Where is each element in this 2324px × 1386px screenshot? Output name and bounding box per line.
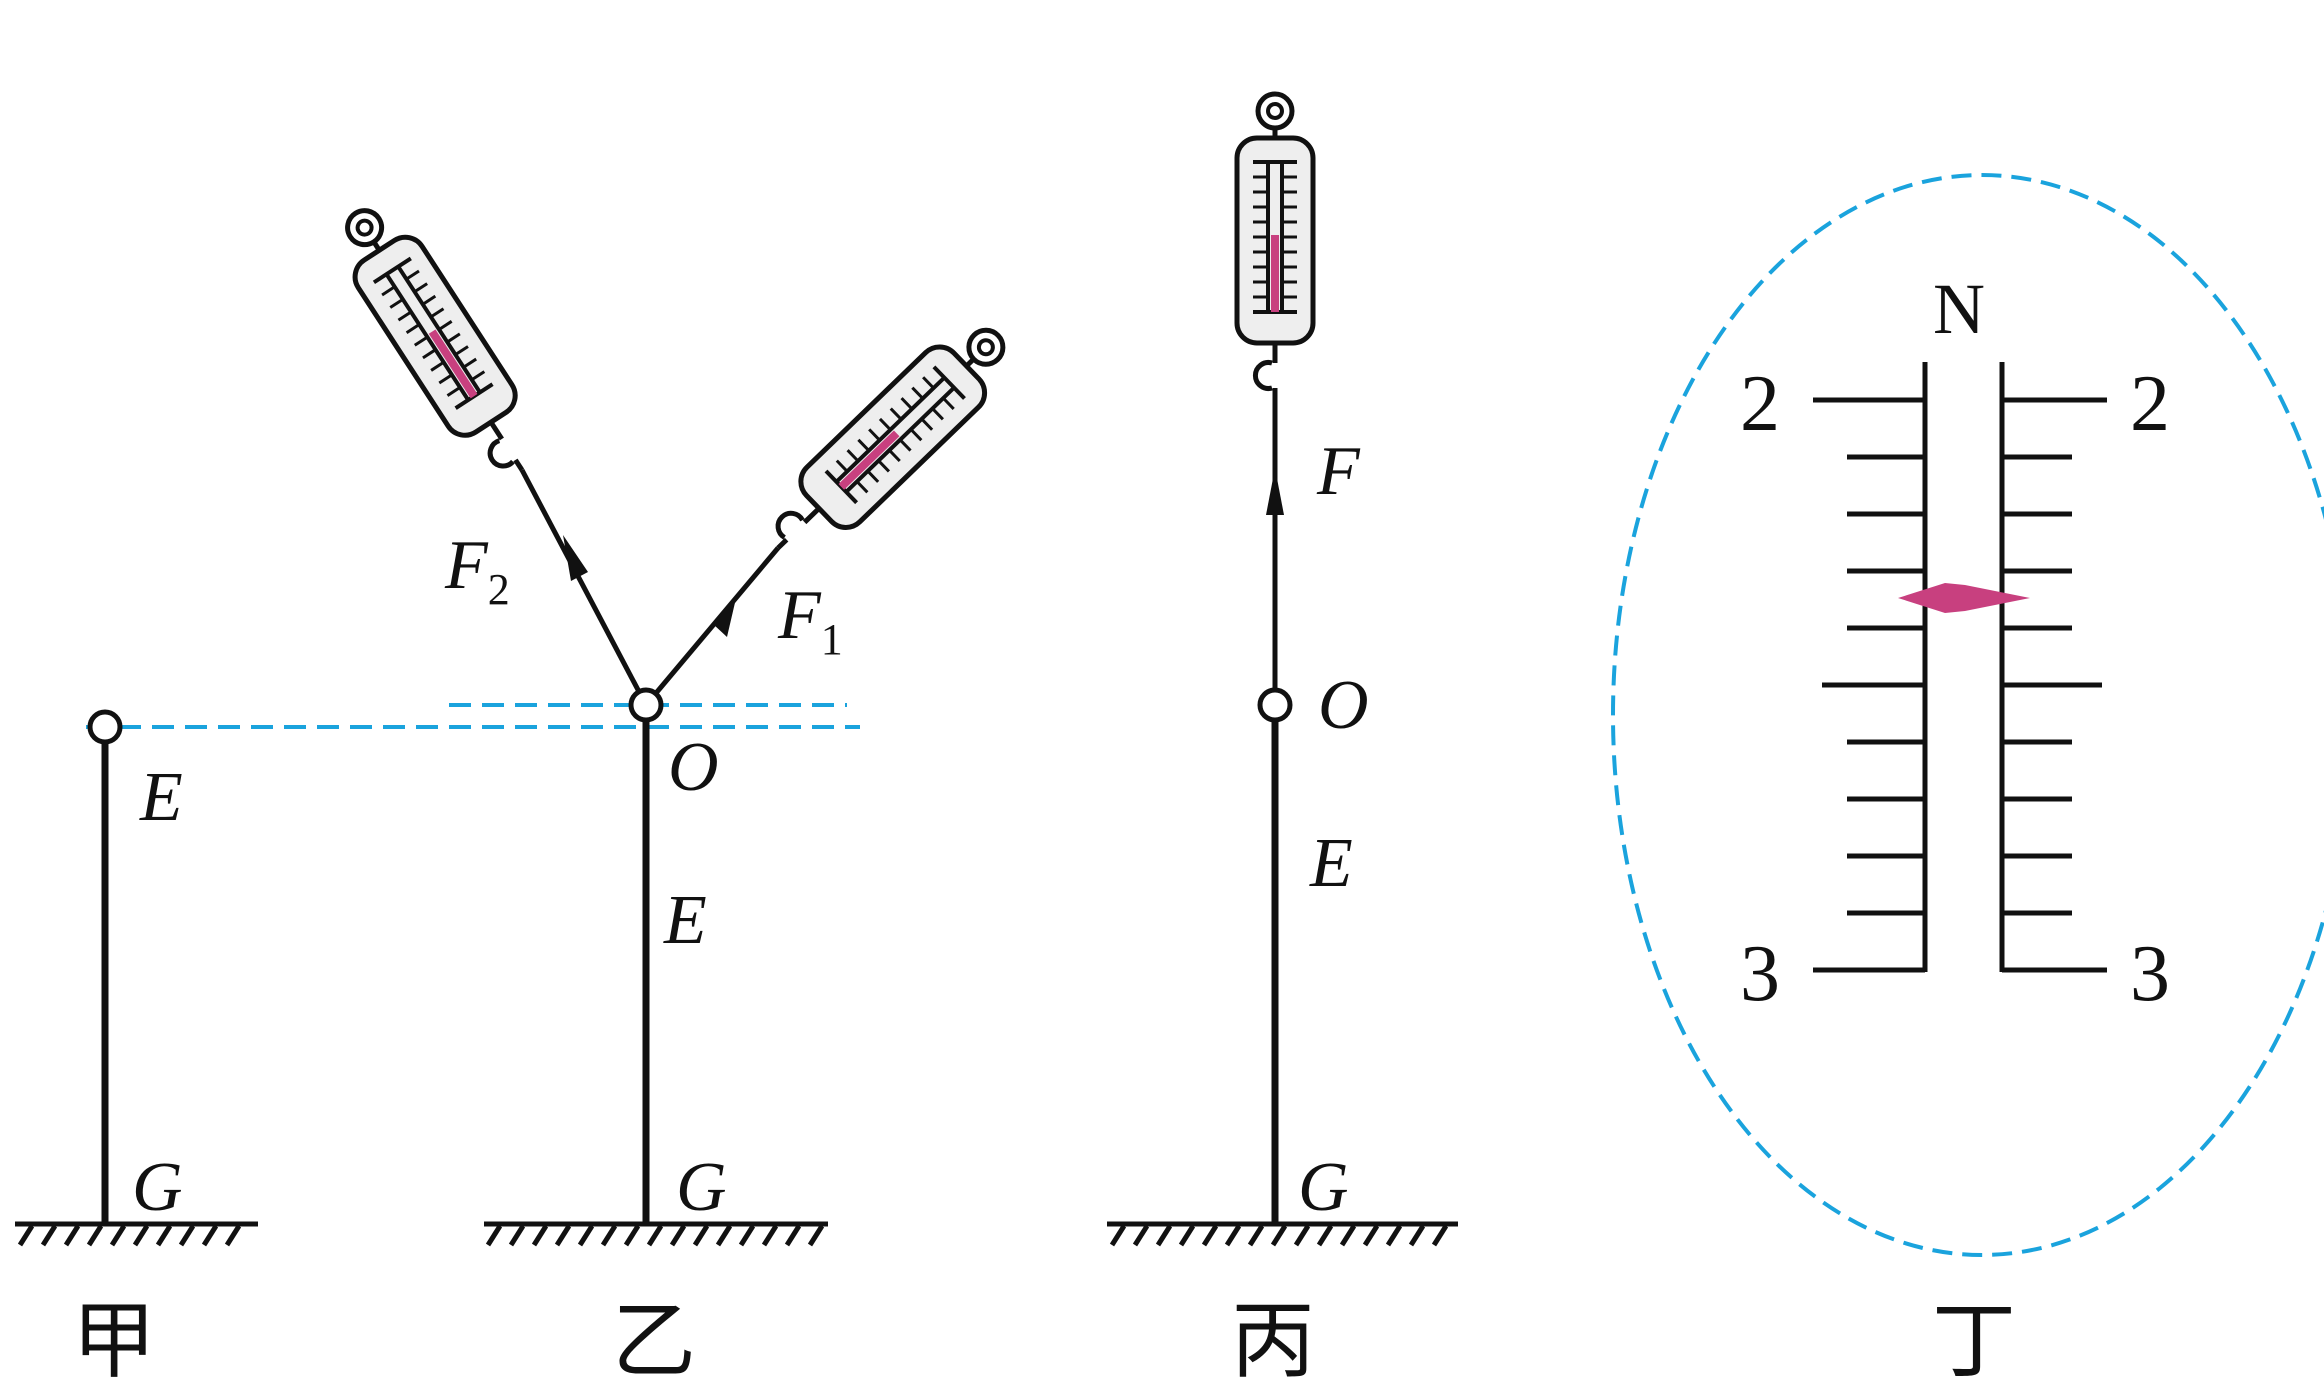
- ground-yi: [484, 1221, 828, 1247]
- string-F1: [644, 546, 780, 707]
- arrow-F1: [713, 594, 737, 637]
- arrow-F2: [563, 535, 588, 581]
- spring-scale-F2: [323, 193, 553, 491]
- scale-label-bottom-left: 3: [1740, 930, 1780, 1018]
- label-F2: F2: [444, 527, 510, 614]
- label-G-bing: G: [1298, 1149, 1349, 1226]
- label-F: F: [1316, 433, 1361, 510]
- guide-lines: [86, 703, 860, 729]
- ground-jia: [15, 1221, 258, 1247]
- label-E-yi: E: [663, 882, 707, 959]
- label-O-bing: O: [1318, 667, 1369, 744]
- point-O-marker-yi: [628, 687, 664, 723]
- scale-label-bottom-right: 3: [2130, 930, 2170, 1018]
- scale-label-top-right: 2: [2130, 360, 2170, 448]
- scale-label-top-left: 2: [1740, 360, 1780, 448]
- caption-bing: 丙: [1231, 1292, 1315, 1381]
- magnified-scale: [1813, 362, 2107, 973]
- label-O-yi: O: [668, 729, 719, 806]
- magnify-ellipse: [1611, 173, 2324, 1257]
- label-G-yi: G: [676, 1149, 727, 1226]
- spring-scale-F1: [752, 308, 1025, 575]
- unit-label-N: N: [1933, 269, 1985, 349]
- arrow-F: [1266, 468, 1284, 515]
- caption-ding: 丁: [1932, 1292, 2016, 1381]
- point-O-marker-bing: [1257, 687, 1293, 723]
- label-G-jia: G: [132, 1149, 183, 1226]
- spring-scale-F: [1237, 94, 1313, 400]
- label-F1: F1: [777, 577, 843, 664]
- label-E-jia: E: [139, 759, 183, 836]
- panel-yi: F2 F1 O E G 乙: [323, 193, 1025, 1386]
- string-F2: [519, 468, 649, 707]
- caption-yi: 乙: [612, 1292, 696, 1381]
- label-E-bing: E: [1309, 825, 1353, 902]
- ground-bing: [1107, 1221, 1458, 1247]
- panel-bing: F O E G 丙: [1107, 94, 1458, 1386]
- caption-jia: 甲: [72, 1292, 156, 1381]
- panel-ding: N 2 2 3 3 丁: [1611, 173, 2324, 1386]
- panel-jia: E G 甲: [15, 709, 258, 1386]
- point-E-marker-jia: [87, 709, 123, 745]
- pointer-indicator: [1898, 583, 2030, 613]
